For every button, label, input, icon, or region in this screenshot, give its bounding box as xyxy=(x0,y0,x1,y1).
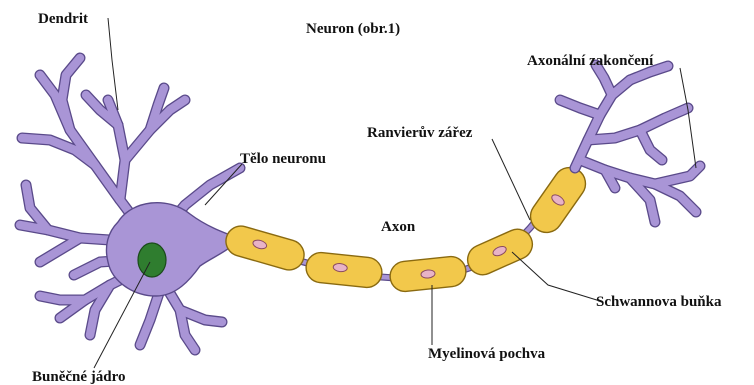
label-axon: Axon xyxy=(381,218,415,236)
cell-body xyxy=(106,203,238,296)
label-ranvieruv-zarez: Ranvierův zářez xyxy=(367,124,472,142)
leader-axonalni xyxy=(680,68,696,168)
dendrites xyxy=(20,58,240,350)
cell-nucleus xyxy=(138,243,166,277)
label-schwannova-bunka: Schwannova buňka xyxy=(596,293,721,311)
axon-terminals xyxy=(560,65,700,222)
label-telo-neuronu: Tělo neuronu xyxy=(240,150,326,168)
label-bunecne-jadro: Buněčné jádro xyxy=(32,368,125,385)
label-axonalni-zakonceni: Axonální zakončení xyxy=(527,52,653,70)
label-myelinova-pochva: Myelinová pochva xyxy=(428,345,545,363)
diagram-title: Neuron (obr.1) xyxy=(306,20,400,38)
leader-ranvier xyxy=(492,139,530,220)
leader-schwann xyxy=(512,252,600,301)
label-dendrit: Dendrit xyxy=(38,10,88,28)
